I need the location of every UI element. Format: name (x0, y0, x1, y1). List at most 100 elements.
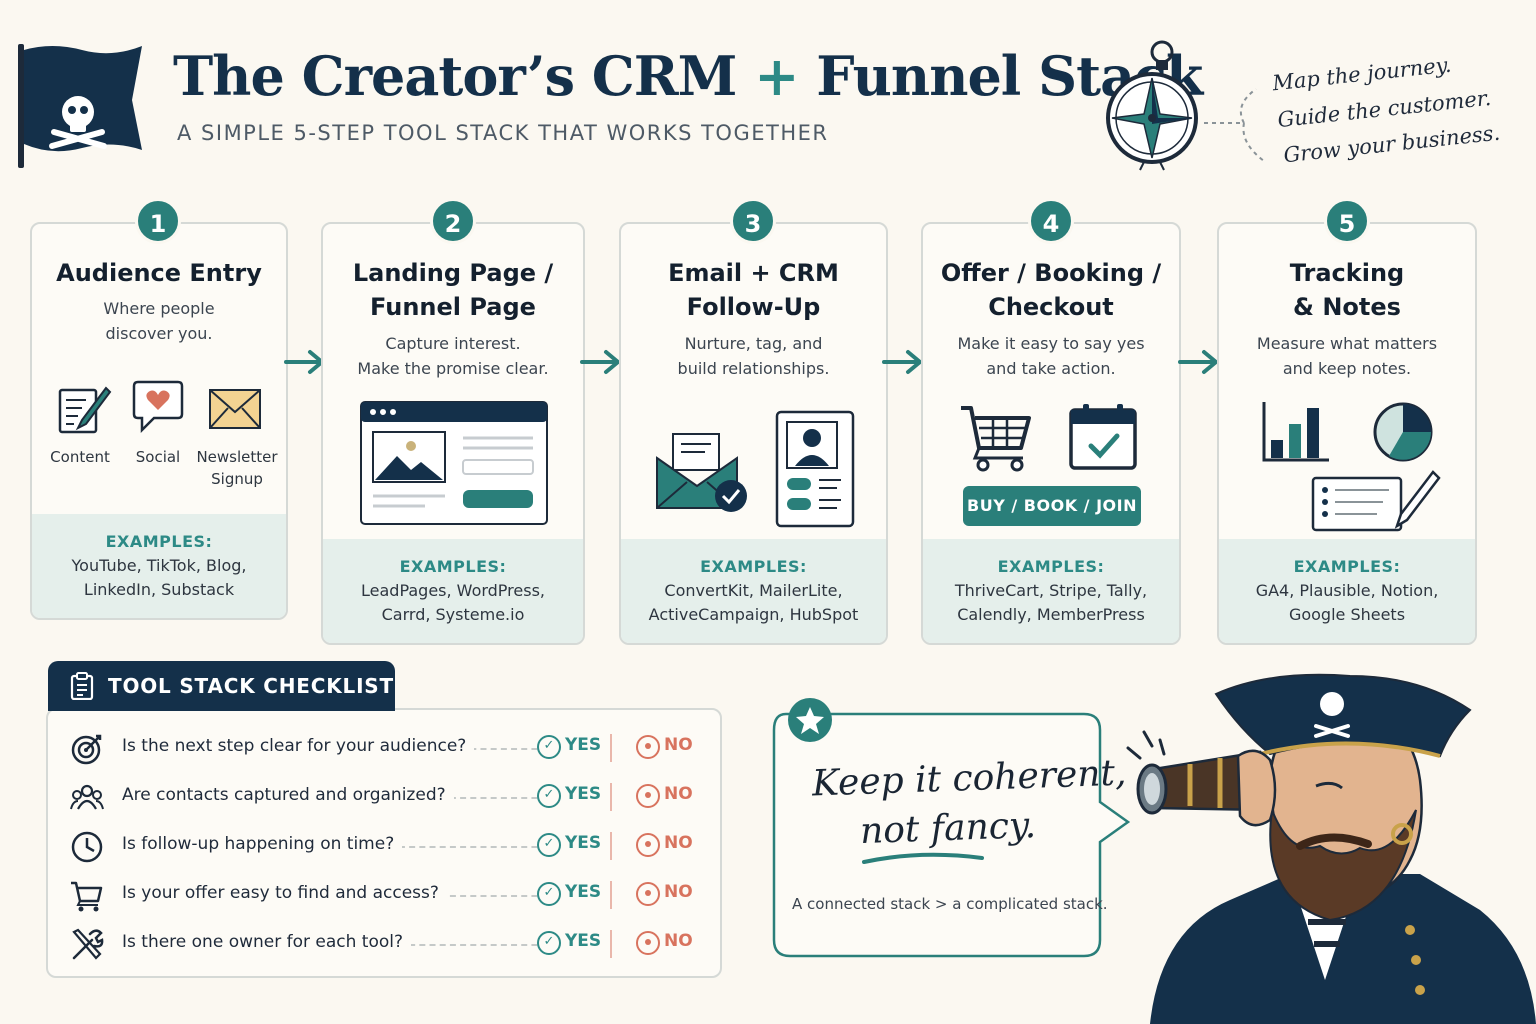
icon-label: Content (50, 448, 110, 466)
yes-option[interactable]: YES (537, 833, 602, 857)
step-description: Make it easy to say yes and take action. (957, 334, 1145, 378)
step-description: Where people discover you. (103, 299, 215, 343)
no-option[interactable]: NO (636, 784, 693, 808)
dashed-leader (348, 797, 568, 799)
icon-label: Social (135, 448, 181, 466)
step-title: Offer / Booking / Checkout (940, 259, 1162, 321)
examples-panel: EXAMPLES: YouTube, TikTok, Blog, LinkedI… (32, 514, 286, 618)
examples-panel: EXAMPLES: GA4, Plausible, Notion, Google… (1219, 539, 1475, 643)
email-check-icon (656, 433, 747, 512)
social-heart-bubble-icon (132, 380, 184, 434)
dashed-leader (348, 895, 568, 897)
step-description: Nurture, tag, and build relationships. (677, 334, 830, 378)
content-icon (58, 386, 112, 434)
step-title: Audience Entry (56, 259, 262, 287)
contacts-icon (70, 784, 104, 810)
yes-option[interactable]: YES (537, 784, 602, 808)
examples-line: GA4, Plausible, Notion, (1255, 581, 1439, 600)
yes-option[interactable]: YES (537, 931, 602, 955)
compass-icon (1106, 40, 1198, 171)
buy-book-join-button[interactable]: BUY / BOOK / JOIN (963, 486, 1141, 526)
examples-line: ConvertKit, MailerLite, (664, 581, 843, 600)
examples-panel: EXAMPLES: LeadPages, WordPress, Carrd, S… (323, 539, 583, 643)
checklist-row: Is follow-up happening on time? YES NO (48, 826, 724, 866)
checklist-title: TOOL STACK CHECKLIST (108, 674, 394, 698)
step-card-3: Email + CRM Follow-Up Nurture, tag, and … (619, 222, 888, 645)
checklist-row: Are contacts captured and organized? YES… (48, 777, 724, 817)
examples-label: EXAMPLES: (399, 557, 507, 576)
divider (610, 881, 612, 909)
step-title: Landing Page / Funnel Page (352, 259, 554, 321)
no-option[interactable]: NO (636, 882, 693, 906)
examples-line: ActiveCampaign, HubSpot (648, 605, 859, 624)
motto-line-1: Map the journey. (1271, 52, 1453, 96)
examples-panel: EXAMPLES: ThriveCart, Stripe, Tally, Cal… (923, 539, 1179, 643)
pie-chart-icon (1373, 402, 1433, 462)
page-title: The Creator’s CRM + Funnel Stack (173, 44, 1203, 108)
tools-icon (72, 928, 104, 960)
divider (610, 832, 612, 860)
divider (610, 734, 612, 762)
shopping-cart-icon (961, 406, 1031, 472)
step-description: Measure what matters and keep notes. (1256, 334, 1438, 378)
examples-line: Google Sheets (1288, 605, 1406, 624)
step-card-1: Audience Entry Where people discover you… (30, 222, 288, 620)
checklist-question: Are contacts captured and organized? (122, 785, 454, 805)
no-option[interactable]: NO (636, 833, 693, 857)
step-number-badge: 2 (430, 198, 476, 244)
examples-label: EXAMPLES: (1293, 557, 1401, 576)
checklist-row: Is your offer easy to find and access? Y… (48, 875, 724, 915)
checklist-header: TOOL STACK CHECKLIST (48, 661, 395, 711)
step-card-4: Offer / Booking / Checkout Make it easy … (921, 222, 1181, 645)
step-card-2: Landing Page / Funnel Page Capture inter… (321, 222, 585, 645)
yes-option[interactable]: YES (537, 735, 602, 759)
examples-line: Calendly, MemberPress (957, 605, 1145, 624)
landing-page-mockup-icon (360, 401, 548, 525)
step-number-badge: 4 (1028, 198, 1074, 244)
dashed-connector (1204, 88, 1265, 162)
speech-bubble (772, 698, 1131, 958)
target-icon (71, 734, 102, 765)
step-number-badge: 3 (730, 198, 776, 244)
examples-line: ThriveCart, Stripe, Tally, (954, 581, 1148, 600)
step-title: Tracking & Notes (1289, 259, 1405, 321)
checklist-row: Is there one owner for each tool? YES NO (48, 924, 724, 964)
step-number-badge: 1 (135, 198, 181, 244)
dashed-leader (348, 944, 568, 946)
notes-pencil-icon (1311, 470, 1441, 532)
checklist-row: Is the next step clear for your audience… (48, 728, 724, 768)
examples-label: EXAMPLES: (997, 557, 1105, 576)
page-subtitle: A SIMPLE 5-STEP TOOL STACK THAT WORKS TO… (177, 121, 829, 145)
examples-label: EXAMPLES: (105, 532, 213, 551)
callout-quote-line-2: not fancy. (859, 804, 1037, 853)
title-plus: + (754, 44, 799, 108)
step-title: Email + CRM Follow-Up (668, 259, 839, 321)
envelope-icon (209, 389, 261, 429)
arrow-right-icon (580, 350, 620, 374)
examples-line: LinkedIn, Substack (83, 580, 235, 599)
arrow-right-icon (1178, 350, 1218, 374)
calendar-check-icon (1069, 404, 1137, 470)
yes-option[interactable]: YES (537, 882, 602, 906)
dashed-leader (348, 846, 568, 848)
icon-label: Newsletter Signup (196, 448, 278, 488)
step-description: Capture interest. Make the promise clear… (357, 334, 549, 378)
examples-line: LeadPages, WordPress, (361, 581, 545, 600)
step-card-5: Tracking & Notes Measure what matters an… (1217, 222, 1477, 645)
clock-icon (71, 831, 103, 863)
checklist-question: Is there one owner for each tool? (122, 932, 412, 952)
clipboard-icon (70, 672, 94, 700)
no-option[interactable]: NO (636, 931, 693, 955)
checklist-panel: Is the next step clear for your audience… (46, 708, 722, 978)
no-option[interactable]: NO (636, 735, 693, 759)
arrow-right-icon (882, 350, 922, 374)
pirate-flag-icon (18, 44, 142, 168)
contact-card-icon (775, 410, 855, 528)
examples-label: EXAMPLES: (700, 557, 807, 576)
checklist-question: Is the next step clear for your audience… (122, 736, 475, 756)
examples-line: Carrd, Systeme.io (381, 605, 525, 624)
divider (610, 930, 612, 958)
divider (610, 783, 612, 811)
checklist-question: Is your offer easy to find and access? (122, 883, 447, 903)
step-number-badge: 5 (1324, 198, 1370, 244)
